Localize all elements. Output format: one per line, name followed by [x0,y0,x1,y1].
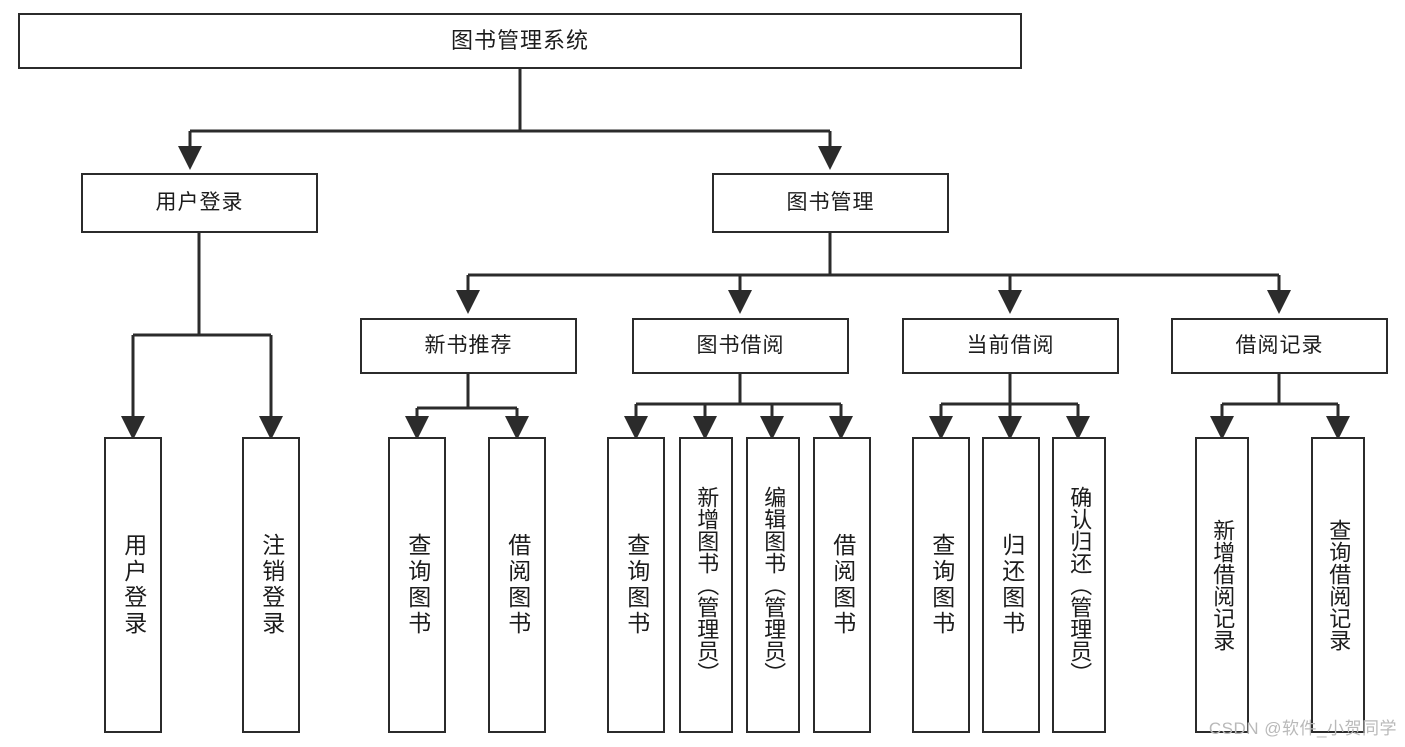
node-leaf-query-record[interactable]: 查询借阅记录 [1311,437,1365,733]
node-user-login[interactable]: 用户登录 [81,173,318,233]
node-leaf-confirm-return-label: 确认归还（管理员） [1067,486,1093,684]
node-root-label: 图书管理系统 [450,28,589,54]
node-leaf-query-record-label: 查询借阅记录 [1326,519,1352,651]
node-new-book-recommend[interactable]: 新书推荐 [360,318,577,374]
node-new-book-recommend-label: 新书推荐 [424,333,513,357]
node-book-management[interactable]: 图书管理 [712,173,949,233]
node-leaf-add-book-label: 新增图书（管理员） [694,486,720,684]
node-borrow-record-label: 借阅记录 [1235,333,1324,357]
node-root[interactable]: 图书管理系统 [18,13,1022,69]
node-leaf-user-login-label: 用户登录 [120,533,147,637]
node-book-borrow[interactable]: 图书借阅 [632,318,849,374]
node-current-borrow[interactable]: 当前借阅 [902,318,1119,374]
node-leaf-add-record[interactable]: 新增借阅记录 [1195,437,1249,733]
node-leaf-borrow-book-1-label: 借阅图书 [504,533,531,637]
node-leaf-add-book[interactable]: 新增图书（管理员） [679,437,733,733]
node-leaf-return-book-label: 归还图书 [998,533,1025,637]
node-current-borrow-label: 当前借阅 [966,333,1055,357]
node-leaf-add-record-label: 新增借阅记录 [1210,519,1236,651]
node-leaf-query-book-1[interactable]: 查询图书 [388,437,446,733]
node-user-login-label: 用户登录 [155,190,244,214]
node-book-management-label: 图书管理 [786,190,875,214]
watermark-text: CSDN @软件_小贺同学 [1208,719,1397,738]
node-leaf-logout-label: 注销登录 [258,533,285,637]
node-leaf-confirm-return[interactable]: 确认归还（管理员） [1052,437,1106,733]
node-leaf-edit-book[interactable]: 编辑图书（管理员） [746,437,800,733]
node-book-borrow-label: 图书借阅 [696,333,785,357]
node-leaf-query-book-2-label: 查询图书 [623,533,650,637]
node-borrow-record[interactable]: 借阅记录 [1171,318,1388,374]
node-leaf-query-book-2[interactable]: 查询图书 [607,437,665,733]
node-leaf-edit-book-label: 编辑图书（管理员） [761,486,787,684]
node-leaf-query-book-3-label: 查询图书 [928,533,955,637]
node-leaf-borrow-book-2[interactable]: 借阅图书 [813,437,871,733]
node-leaf-return-book[interactable]: 归还图书 [982,437,1040,733]
node-leaf-user-login[interactable]: 用户登录 [104,437,162,733]
node-leaf-borrow-book-1[interactable]: 借阅图书 [488,437,546,733]
node-leaf-logout[interactable]: 注销登录 [242,437,300,733]
node-leaf-query-book-1-label: 查询图书 [404,533,431,637]
node-leaf-borrow-book-2-label: 借阅图书 [829,533,856,637]
node-leaf-query-book-3[interactable]: 查询图书 [912,437,970,733]
